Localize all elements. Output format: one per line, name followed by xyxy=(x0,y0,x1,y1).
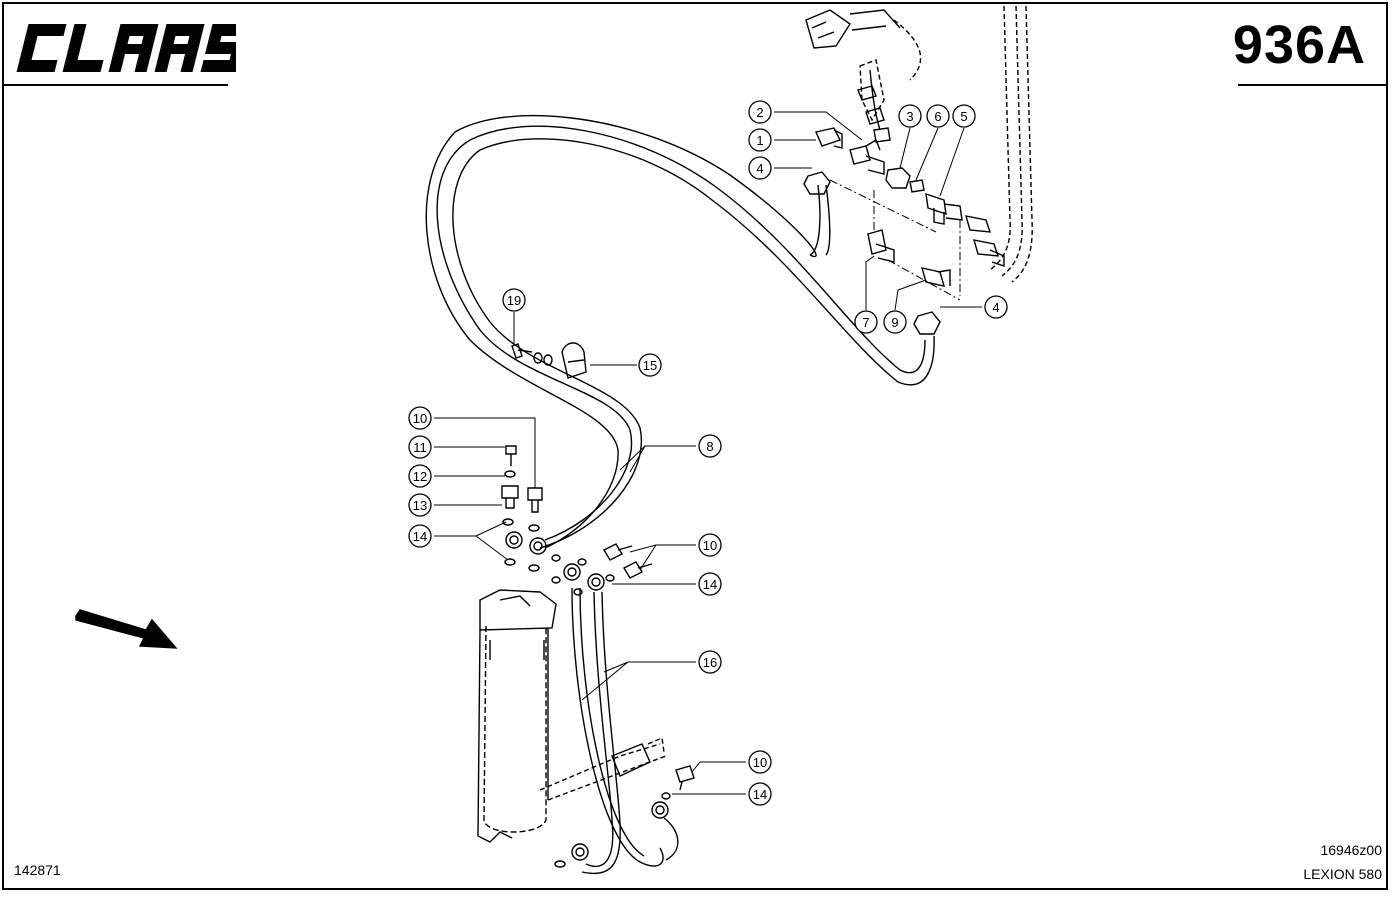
svg-text:7: 7 xyxy=(862,315,869,330)
svg-text:4: 4 xyxy=(992,300,999,315)
fitting-6 xyxy=(909,179,925,193)
svg-text:2: 2 xyxy=(756,105,763,120)
svg-text:8: 8 xyxy=(706,439,713,454)
sheet-number-underline xyxy=(1238,84,1388,86)
upper-fittings xyxy=(805,5,1033,283)
callout-15: 15 xyxy=(638,353,662,377)
fitting-2 xyxy=(849,138,885,175)
callout-4-lower: 4 xyxy=(984,295,1008,319)
washer-19 xyxy=(533,352,553,366)
callout-1: 1 xyxy=(748,128,772,152)
seal-14-middle xyxy=(551,554,615,596)
svg-text:14: 14 xyxy=(703,577,717,592)
svg-text:10: 10 xyxy=(753,755,767,770)
svg-text:5: 5 xyxy=(960,109,967,124)
svg-text:15: 15 xyxy=(643,358,657,373)
svg-text:10: 10 xyxy=(413,411,427,426)
callout-14-lower: 14 xyxy=(748,782,772,806)
leader-lines xyxy=(434,111,982,795)
svg-text:11: 11 xyxy=(413,440,427,455)
fitting-1 xyxy=(815,127,843,149)
fitting-7 xyxy=(867,229,895,263)
bolt-10-upper xyxy=(527,487,543,513)
hose-8 xyxy=(425,114,935,549)
hose-nut-upper xyxy=(803,171,831,195)
bolts-10-middle xyxy=(603,543,653,579)
callout-14-middle: 14 xyxy=(698,572,722,596)
clamp-15 xyxy=(561,342,587,379)
bolt-19 xyxy=(511,343,533,359)
svg-text:14: 14 xyxy=(753,787,767,802)
callout-10-upper: 10 xyxy=(408,406,432,430)
fitting-9 xyxy=(921,267,951,287)
callout-5: 5 xyxy=(952,104,976,128)
svg-text:16: 16 xyxy=(703,655,717,670)
nut-3 xyxy=(885,167,911,189)
callout-4-upper: 4 xyxy=(748,156,772,180)
hose-16 xyxy=(571,587,664,875)
callout-14-upper: 14 xyxy=(408,524,432,548)
fitting-5 xyxy=(925,192,963,225)
svg-text:14: 14 xyxy=(413,529,427,544)
svg-text:12: 12 xyxy=(413,469,427,484)
svg-text:19: 19 xyxy=(507,293,521,308)
svg-text:4: 4 xyxy=(756,161,763,176)
callout-19: 19 xyxy=(502,288,526,312)
assembly-lines xyxy=(829,179,961,301)
callout-13: 13 xyxy=(408,493,432,517)
seal-14-upper xyxy=(502,518,540,572)
callout-8: 8 xyxy=(698,434,722,458)
arrow-icon xyxy=(75,609,178,649)
cylinder xyxy=(539,736,667,801)
sleeve-13 xyxy=(501,485,519,509)
model-name: LEXION 580 xyxy=(1303,866,1382,882)
drawing-code: 16946z00 xyxy=(1320,842,1382,858)
hose-16-lower-fittings xyxy=(554,792,679,868)
callout-3: 3 xyxy=(898,104,922,128)
svg-text:1: 1 xyxy=(756,133,763,148)
svg-text:13: 13 xyxy=(413,498,427,513)
svg-text:9: 9 xyxy=(891,315,898,330)
callout-7: 7 xyxy=(854,310,878,334)
banjo-fittings xyxy=(505,531,605,591)
callout-11: 11 xyxy=(408,435,432,459)
bolt-11 xyxy=(505,445,517,466)
callout-6: 6 xyxy=(926,104,950,128)
callout-10-middle: 10 xyxy=(698,533,722,557)
sheet-number: 936A xyxy=(1232,15,1366,75)
bolt-10-lower xyxy=(675,765,695,791)
logo-underline xyxy=(4,84,228,86)
fitting-right xyxy=(965,215,1005,267)
callout-12: 12 xyxy=(408,464,432,488)
callout-2: 2 xyxy=(748,100,772,124)
svg-text:3: 3 xyxy=(906,109,913,124)
callout-10-lower: 10 xyxy=(748,750,772,774)
svg-text:10: 10 xyxy=(703,538,717,553)
callout-9: 9 xyxy=(883,310,907,334)
hose-nut-right xyxy=(913,311,941,335)
callout-16: 16 xyxy=(698,650,722,674)
washer-12 xyxy=(504,470,516,478)
code-left: 142871 xyxy=(14,862,61,878)
filter-housing xyxy=(477,589,557,843)
svg-text:6: 6 xyxy=(934,109,941,124)
